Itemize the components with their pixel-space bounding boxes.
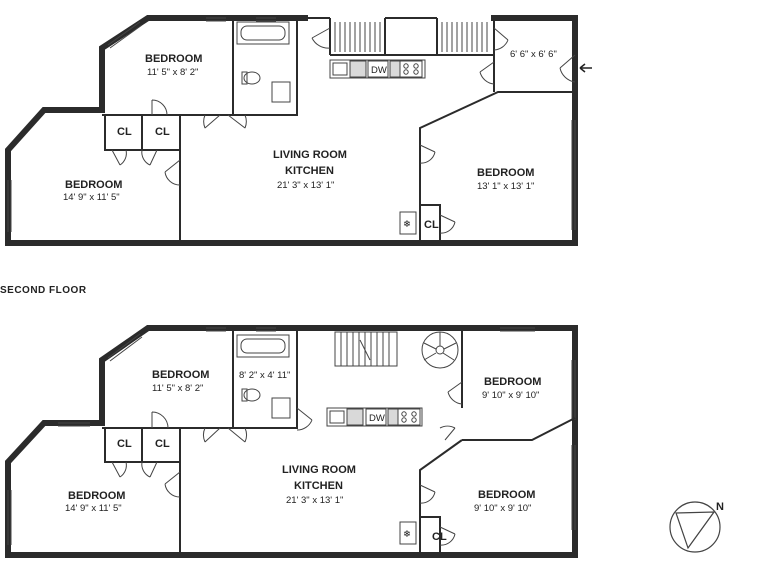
closet-label: CL <box>117 126 132 138</box>
room-name: BEDROOM <box>484 376 541 388</box>
stove-icon <box>399 60 423 78</box>
dishwasher <box>365 408 387 426</box>
stairs <box>334 331 398 367</box>
lower-floor-plan: DW ❄ BEDROOM 11' 5" x 8' 2" 8' 2" x 4' 1… <box>5 325 578 558</box>
room-name: LIVING ROOM <box>273 149 347 161</box>
room-name-secondary: KITCHEN <box>285 165 334 177</box>
room-dims: 11' 5" x 8' 2" <box>152 383 203 394</box>
svg-text:❄: ❄ <box>403 219 411 230</box>
room-dims: 8' 2" x 4' 11" <box>239 370 290 381</box>
kitchen-counter <box>326 407 423 427</box>
room-dims: 9' 10" x 9' 10" <box>482 390 539 401</box>
svg-text:❄: ❄ <box>403 529 411 540</box>
closet-label: CL <box>155 438 170 450</box>
stove-icon <box>397 408 421 426</box>
toilet-icon <box>243 388 261 402</box>
ac-unit-icon <box>399 211 417 235</box>
room-name: BEDROOM <box>145 53 202 65</box>
room-dims: 21' 3" x 13' 1" <box>286 495 343 506</box>
sink-icon <box>271 397 291 419</box>
compass-icon: N <box>669 501 724 553</box>
fridge-icon <box>346 408 364 426</box>
room-dims: 9' 10" x 9' 10" <box>474 503 531 514</box>
closet-label: CL <box>424 219 439 231</box>
spiral-stair-icon <box>421 331 459 369</box>
floor-label: SECOND FLOOR <box>0 285 87 296</box>
doors-upper <box>111 27 576 234</box>
bathtub-icon <box>236 21 290 45</box>
stairs-left <box>334 22 381 52</box>
room-dims: 14' 9" x 11' 5" <box>63 192 120 203</box>
room-name: BEDROOM <box>478 489 535 501</box>
upper-floor-plan: DW ❄ BEDROOM 11' 5" x 8' 2" BEDROOM <box>5 15 592 246</box>
room-name: BEDROOM <box>68 490 125 502</box>
sink-icon <box>332 62 348 76</box>
closet-label: CL <box>155 126 170 138</box>
ac-unit-icon <box>399 521 417 545</box>
doors-lower <box>111 381 463 546</box>
kitchen-counter <box>329 59 426 79</box>
closet-label: CL <box>432 531 447 543</box>
room-name: BEDROOM <box>152 369 209 381</box>
dishwasher <box>367 60 389 78</box>
sink-icon <box>329 410 345 424</box>
room-name: BEDROOM <box>477 167 534 179</box>
toilet-icon <box>243 71 261 85</box>
entry-arrow-icon <box>579 63 592 73</box>
room-name-secondary: KITCHEN <box>294 480 343 492</box>
room-name: BEDROOM <box>65 179 122 191</box>
sink-icon <box>271 81 291 103</box>
fridge-icon <box>349 60 367 78</box>
room-dims: 6' 6" x 6' 6" <box>510 49 557 60</box>
dishwasher-label: DW <box>369 413 385 424</box>
room-dims: 11' 5" x 8' 2" <box>147 67 198 78</box>
compass-north-label: N <box>716 501 724 513</box>
room-dims: 21' 3" x 13' 1" <box>277 180 334 191</box>
dishwasher-label: DW <box>371 65 387 76</box>
stairs-right <box>441 22 488 52</box>
room-dims: 13' 1" x 13' 1" <box>477 181 534 192</box>
bathtub-icon <box>236 334 290 358</box>
room-dims: 14' 9" x 11' 5" <box>65 503 122 514</box>
room-name: LIVING ROOM <box>282 464 356 476</box>
closet-label: CL <box>117 438 132 450</box>
